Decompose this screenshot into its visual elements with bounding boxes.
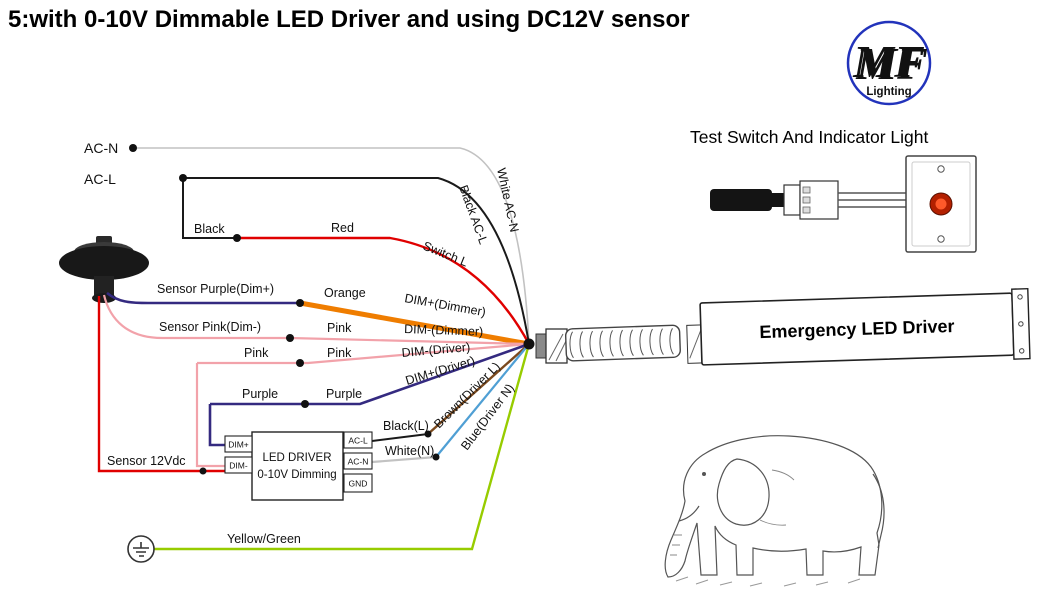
mf-lighting-logo: MF MF Lighting bbox=[846, 20, 932, 106]
label-pink-b: Pink bbox=[244, 346, 269, 360]
terminal-dim-minus-label: DIM- bbox=[229, 461, 248, 471]
terminal-ac-l bbox=[343, 431, 373, 449]
sensor-stem bbox=[94, 276, 114, 298]
label-black: Black bbox=[194, 222, 225, 236]
terminal-ac-n-label: AC-N bbox=[348, 457, 369, 467]
elephant-ear-path bbox=[716, 458, 770, 526]
driver-endcap bbox=[1011, 287, 1031, 360]
led-driver-mode: 0-10V Dimming bbox=[257, 469, 336, 481]
label-red: Red bbox=[331, 221, 354, 235]
cable-bar bbox=[710, 189, 772, 211]
switch-wires bbox=[838, 192, 906, 208]
label-pink-c: Pink bbox=[327, 346, 352, 360]
logo-subtitle: Lighting bbox=[866, 86, 911, 98]
label-white-n: White(N) bbox=[385, 444, 434, 458]
label-white-ac-n: White AC-N bbox=[494, 167, 521, 234]
test-switch-assembly: Test Switch And Indicator Light bbox=[690, 127, 977, 253]
label-ac-n: AC-N bbox=[84, 140, 118, 156]
label-dim-minus-dimmer: DIM-(Dimmer) bbox=[404, 322, 484, 339]
wire-sensor-12vdc bbox=[97, 296, 225, 473]
terminal-gnd-label: GND bbox=[349, 479, 368, 489]
logo-monogram-shadow: MF bbox=[855, 38, 928, 89]
wire-red-switch-l bbox=[237, 236, 531, 345]
terminal-dim-plus bbox=[224, 435, 253, 453]
conduit-ribs bbox=[569, 328, 674, 359]
label-pink-a: Pink bbox=[327, 321, 352, 335]
label-black-l: Black(L) bbox=[383, 419, 429, 433]
motion-sensor bbox=[59, 236, 149, 303]
led-driver-name: LED DRIVER bbox=[262, 452, 331, 464]
wire-purple-driver bbox=[208, 342, 530, 447]
elephant-trunk-wrinkles bbox=[670, 469, 795, 556]
corrugated-conduit bbox=[564, 324, 681, 362]
label-dim-minus-driver: DIM-(Driver) bbox=[401, 340, 471, 360]
wire-black-l bbox=[371, 433, 429, 442]
logo-monogram: MF bbox=[852, 36, 925, 87]
page-title: 5:with 0-10V Dimmable LED Driver and usi… bbox=[8, 6, 690, 33]
connector-pins bbox=[802, 186, 811, 214]
label-ac-l: AC-L bbox=[84, 171, 116, 187]
wire-pink-driver bbox=[195, 342, 530, 468]
wire-pink-dimmer bbox=[289, 336, 530, 346]
label-purple-a: Purple bbox=[242, 387, 278, 401]
test-switch-label: Test Switch And Indicator Light bbox=[690, 127, 928, 147]
wire-white-ac-n bbox=[133, 147, 530, 345]
indicator-button-center bbox=[935, 198, 947, 210]
elephant-ground-hatch bbox=[675, 576, 861, 587]
elephant-body-path bbox=[664, 435, 883, 578]
ground-symbol-icon bbox=[127, 535, 155, 563]
wire-sensor-pink bbox=[102, 294, 290, 340]
fitting-hatch bbox=[548, 333, 567, 362]
terminal-dim-minus bbox=[224, 456, 253, 474]
screw-bottom-icon bbox=[937, 235, 945, 243]
label-dim-plus-dimmer: DIM+(Dimmer) bbox=[403, 291, 486, 319]
cable-neck bbox=[770, 193, 784, 207]
label-purple-b: Purple bbox=[326, 387, 362, 401]
led-driver-outline bbox=[251, 431, 344, 501]
logo-circle bbox=[846, 20, 932, 106]
junction-dots bbox=[129, 144, 535, 475]
label-sensor-pink: Sensor Pink(Dim-) bbox=[159, 320, 261, 334]
driver-clamp-hatch bbox=[689, 329, 702, 359]
screw-top-icon bbox=[937, 165, 945, 173]
connector-shell bbox=[783, 184, 801, 216]
wires bbox=[97, 147, 531, 551]
wire-blue-driver-n bbox=[435, 343, 530, 458]
led-driver-box: LED DRIVER 0-10V Dimming DIM+ DIM- AC-L … bbox=[224, 431, 373, 501]
terminal-gnd bbox=[343, 473, 373, 493]
wire-orange bbox=[299, 300, 530, 347]
label-sensor-purple: Sensor Purple(Dim+) bbox=[157, 282, 274, 296]
terminal-ac-l-label: AC-L bbox=[348, 436, 368, 446]
wire-black-ac-l bbox=[183, 177, 530, 345]
label-switch-l: Switch L bbox=[421, 239, 470, 270]
endcap-hole bbox=[1017, 294, 1023, 300]
wire-black-stub bbox=[182, 178, 237, 239]
endcap-hole bbox=[1018, 321, 1024, 327]
label-sensor-12vdc: Sensor 12Vdc bbox=[107, 454, 186, 468]
wire-brown-driver-l bbox=[427, 343, 530, 435]
conduit-fitting-left bbox=[535, 328, 568, 364]
terminal-ac-n bbox=[343, 452, 373, 470]
switch-plate-inner bbox=[911, 161, 971, 247]
elephant-tusk-path bbox=[678, 505, 700, 522]
elephant-tail-path bbox=[872, 473, 885, 549]
emergency-led-driver: Emergency LED Driver bbox=[686, 287, 1031, 366]
wire-sensor-purple bbox=[106, 291, 300, 305]
elephant-eye bbox=[702, 472, 706, 476]
elephant-illustration bbox=[664, 435, 885, 587]
wire-white-n bbox=[371, 455, 437, 464]
label-yellow-green: Yellow/Green bbox=[227, 532, 301, 546]
terminal-dim-plus-label: DIM+ bbox=[228, 440, 249, 450]
wire-yellow-green bbox=[154, 343, 531, 551]
endcap-hole bbox=[1019, 348, 1025, 354]
sensor-body bbox=[59, 246, 149, 280]
label-orange: Orange bbox=[324, 286, 366, 300]
